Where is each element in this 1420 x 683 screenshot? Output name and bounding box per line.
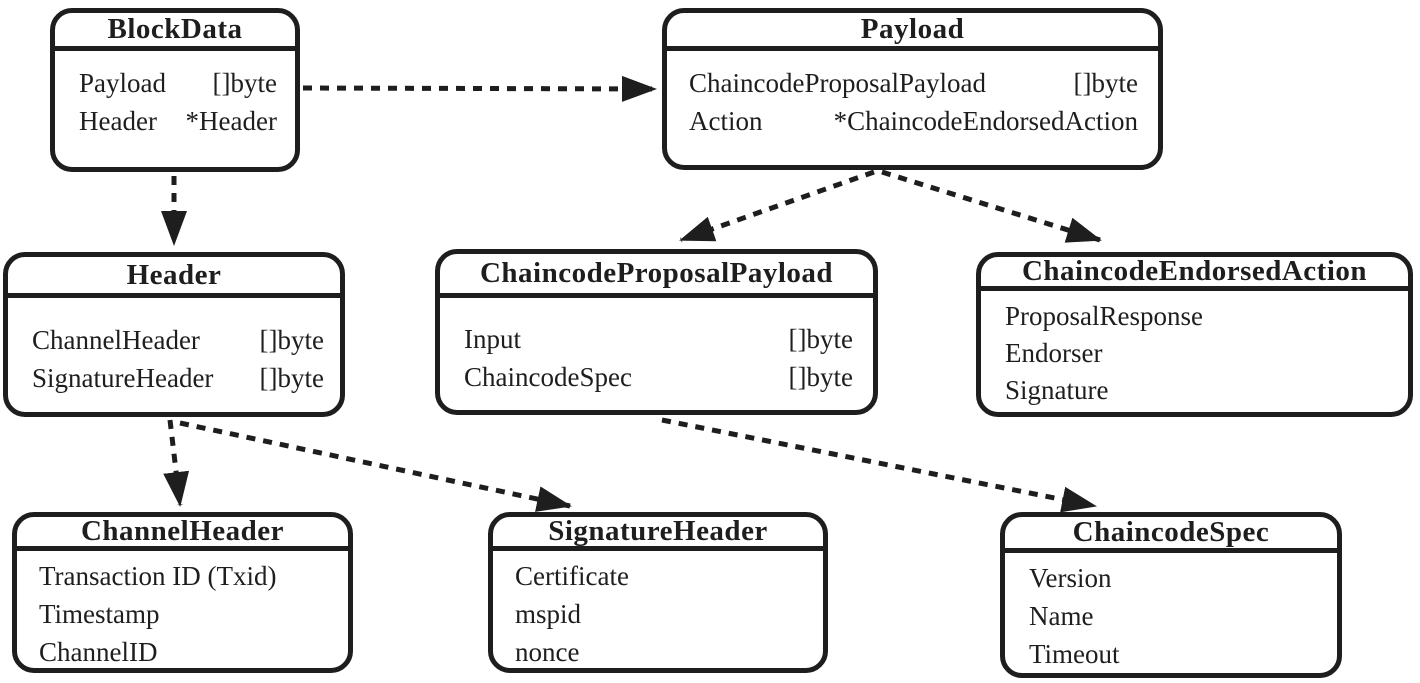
class-box-signatureheader: SignatureHeader Certificate mspid nonce	[488, 512, 828, 673]
field-name: Endorser	[1005, 338, 1103, 368]
field-type: []byte	[788, 362, 853, 392]
class-box-header: Header ChannelHeader []byte SignatureHea…	[3, 252, 345, 417]
field-type: *ChaincodeEndorsedAction	[833, 106, 1138, 136]
class-title-chaincodeproposalpayload: ChaincodeProposalPayload	[440, 254, 873, 298]
field-name: Name	[1029, 601, 1094, 631]
class-title-blockdata: BlockData	[55, 13, 295, 51]
field-name: ChannelHeader	[32, 325, 200, 355]
dashed-arrow-payload-to-chaincodeproposalpayload	[679, 169, 875, 243]
field-name: Header	[79, 106, 157, 136]
field-name: Version	[1029, 563, 1112, 593]
dashed-arrow-header-to-channelheader	[163, 419, 190, 507]
class-title-header: Header	[8, 257, 340, 298]
class-box-payload: Payload ChaincodeProposalPayload []byte …	[662, 8, 1163, 170]
field-row: ChaincodeProposalPayload []byte	[689, 64, 1138, 102]
field-name: Action	[689, 106, 763, 136]
class-title-signatureheader: SignatureHeader	[493, 515, 823, 551]
field-row: Action *ChaincodeEndorsedAction	[689, 102, 1138, 140]
field-type: []byte	[259, 325, 324, 355]
field-row: nonce	[515, 633, 809, 671]
field-row: mspid	[515, 595, 809, 633]
field-type: []byte	[1073, 68, 1138, 98]
field-row: Timestamp	[39, 595, 334, 633]
class-title-payload: Payload	[667, 13, 1158, 51]
field-name: ChaincodeProposalPayload	[689, 68, 986, 98]
field-row: Transaction ID (Txid)	[39, 557, 334, 595]
class-box-blockdata: BlockData Payload []byte Header *Header	[50, 8, 300, 172]
field-type: []byte	[212, 68, 277, 98]
class-box-chaincodespec: ChaincodeSpec Version Name Timeout	[1000, 512, 1342, 678]
field-name: Timestamp	[39, 599, 160, 629]
field-row: Version	[1029, 559, 1323, 597]
field-row: Certificate	[515, 557, 809, 595]
field-name: Signature	[1005, 375, 1109, 405]
field-name: Payload	[79, 68, 166, 98]
field-row: ChannelHeader []byte	[32, 321, 324, 359]
field-row: ChannelID	[39, 633, 334, 671]
field-row: Payload []byte	[79, 64, 277, 102]
field-name: Input	[464, 324, 521, 354]
dashed-arrow-payload-to-chaincodeendorsedaction	[881, 169, 1102, 243]
class-box-chaincodeproposalpayload: ChaincodeProposalPayload Input []byte Ch…	[435, 249, 878, 415]
field-name: mspid	[515, 599, 582, 629]
dashed-arrow-blockdata-to-payload	[302, 75, 657, 102]
field-row: ChaincodeSpec []byte	[464, 358, 853, 396]
field-type: []byte	[788, 324, 853, 354]
class-box-chaincodeendorsedaction: ChaincodeEndorsedAction ProposalResponse…	[976, 252, 1413, 417]
class-box-channelheader: ChannelHeader Transaction ID (Txid) Time…	[12, 512, 353, 673]
class-title-channelheader: ChannelHeader	[17, 515, 348, 551]
field-name: Transaction ID (Txid)	[39, 561, 277, 591]
field-row: Input []byte	[464, 320, 853, 358]
field-type: *Header	[185, 106, 277, 136]
dashed-arrow-header-to-signatureheader	[179, 420, 572, 512]
field-row: Signature	[1005, 372, 1392, 409]
class-title-chaincodeendorsedaction: ChaincodeEndorsedAction	[981, 255, 1408, 291]
field-name: ChaincodeSpec	[464, 362, 632, 392]
field-name: Certificate	[515, 561, 629, 591]
field-name: nonce	[515, 637, 580, 667]
field-name: ProposalResponse	[1005, 301, 1203, 331]
field-row: ProposalResponse	[1005, 298, 1392, 335]
field-row: SignatureHeader []byte	[32, 359, 324, 397]
field-name: SignatureHeader	[32, 363, 214, 393]
field-name: ChannelID	[39, 637, 158, 667]
field-name: Timeout	[1029, 639, 1120, 669]
field-row: Endorser	[1005, 335, 1392, 372]
field-row: Name	[1029, 597, 1323, 635]
field-row: Header *Header	[79, 102, 277, 140]
field-row: Timeout	[1029, 635, 1323, 673]
dashed-arrow-chaincodeproposalpayload-to-chaincodespec	[661, 417, 1097, 513]
field-type: []byte	[259, 363, 324, 393]
class-title-chaincodespec: ChaincodeSpec	[1005, 516, 1337, 553]
